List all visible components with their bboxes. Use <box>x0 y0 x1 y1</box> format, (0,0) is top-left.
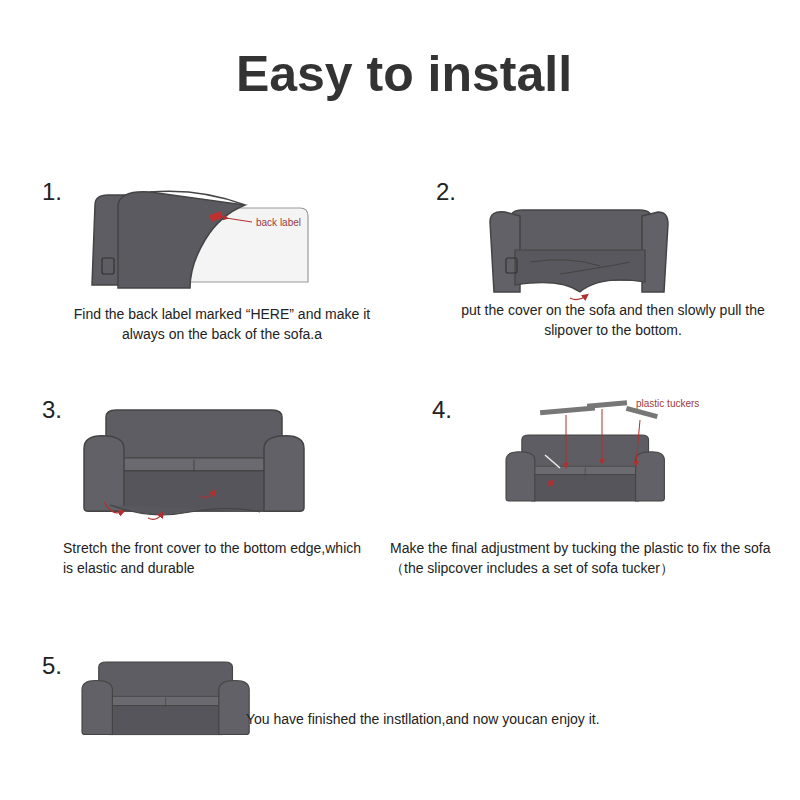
part-label: back label <box>256 217 301 229</box>
page-title: Easy to install <box>4 44 800 104</box>
sofa-step-1 <box>92 191 308 288</box>
step-number: 4. <box>432 396 452 424</box>
part-label: plastic tuckers <box>636 398 699 410</box>
step-caption: You have finished the instllation,and no… <box>246 709 766 729</box>
step-caption: put the cover on the sofa and then slowl… <box>458 300 768 340</box>
sofa-step-2 <box>490 210 668 300</box>
step-number: 5. <box>42 652 62 680</box>
step-number: 3. <box>42 396 62 424</box>
sofa-step-3 <box>84 410 304 519</box>
step-number: 1. <box>42 178 62 206</box>
step-caption: Stretch the front cover to the bottom ed… <box>63 538 363 578</box>
step-caption: Make the final adjustment by tucking the… <box>390 538 785 578</box>
sofa-step-5 <box>82 662 249 735</box>
step-caption: Find the back label marked “HERE” and ma… <box>72 304 372 344</box>
sofa-step-4 <box>506 400 664 501</box>
step-number: 2. <box>436 178 456 206</box>
